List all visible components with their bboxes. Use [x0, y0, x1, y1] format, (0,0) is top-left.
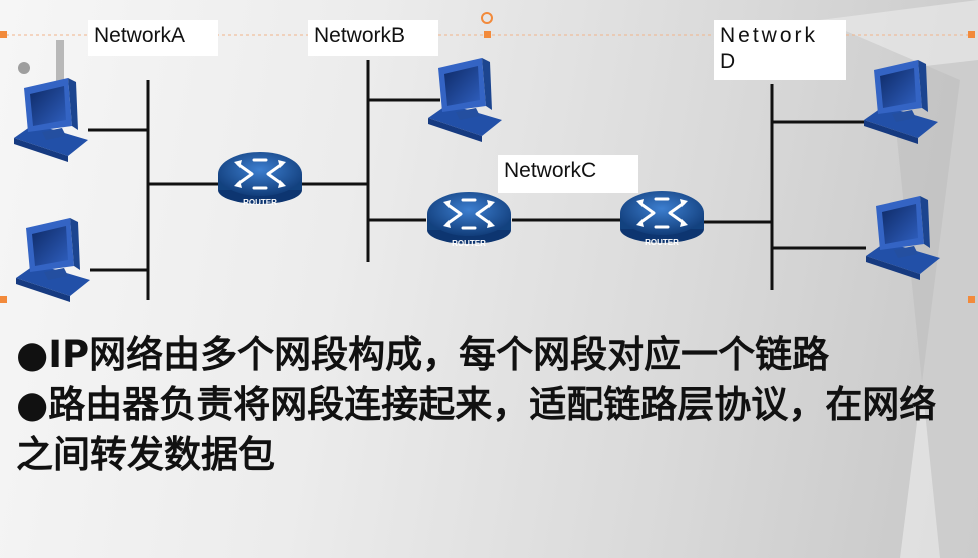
rotate-handle-icon[interactable] [481, 12, 493, 24]
page-curl-shadow [890, 60, 978, 558]
router-icon: ROUTER [425, 190, 513, 248]
selection-handle[interactable] [968, 31, 975, 38]
router-label: ROUTER [243, 198, 277, 207]
network-b-label: NetworkB [308, 20, 438, 56]
router-icon: ROUTER [618, 189, 706, 247]
bullet-item: ●路由器负责将网段连接起来，适配链路层协议，在网络之间转发数据包 [16, 383, 937, 476]
network-a-label: NetworkA [88, 20, 218, 56]
selection-handle[interactable] [484, 31, 491, 38]
router-label: ROUTER [645, 238, 679, 247]
router-label: ROUTER [452, 239, 486, 248]
bullet-item: ●IP网络由多个网段构成，每个网段对应一个链路 [16, 333, 830, 376]
computer-icon [16, 218, 90, 302]
bullet-list: ●IP网络由多个网段构成，每个网段对应一个链路 ●路由器负责将网段连接起来，适配… [16, 330, 971, 480]
computer-icon [14, 78, 88, 162]
selection-handle[interactable] [968, 296, 975, 303]
router-icon: ROUTER [216, 150, 304, 207]
selection-handle[interactable] [0, 31, 7, 38]
network-d-label: Network D [714, 20, 846, 80]
decorative-dot [18, 62, 30, 74]
network-c-label: NetworkC [498, 155, 638, 193]
selection-handle[interactable] [0, 296, 7, 303]
